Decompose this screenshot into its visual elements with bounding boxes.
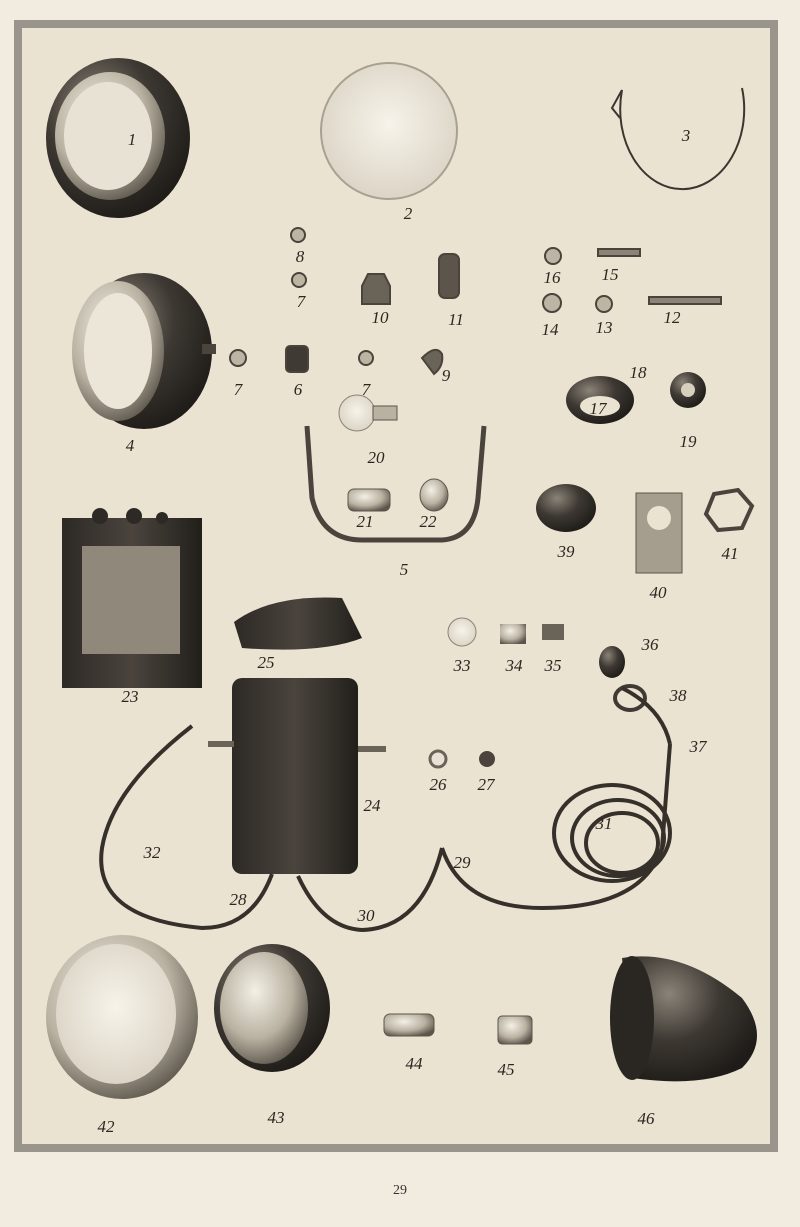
part-44-45 (383, 1013, 533, 1045)
part-label: 42 (97, 1117, 115, 1136)
part-label: 7 (361, 380, 371, 399)
part-5-bracket (304, 425, 487, 543)
part-label: 20 (367, 448, 385, 467)
part-label: 3 (681, 126, 691, 145)
part-label: 45 (497, 1060, 515, 1079)
part-39-41 (536, 484, 755, 574)
parts-plate: 1 2 3 4 5 6 7 7 7 8 9 10 11 12 13 14 15 … (14, 20, 778, 1152)
part-21-22 (347, 478, 449, 512)
part-17-19-clamps (566, 372, 706, 424)
part-label: 22 (419, 512, 437, 531)
part-label: 5 (399, 560, 409, 579)
part-label: 38 (669, 686, 687, 705)
part-label: 27 (477, 775, 495, 794)
part-label: 35 (544, 656, 562, 675)
part-1-rim (46, 58, 190, 218)
part-label: 8 (295, 247, 305, 266)
cables (99, 686, 672, 933)
part-label: 16 (543, 268, 561, 287)
plate-photo: 1 2 3 4 5 6 7 7 7 8 9 10 11 12 13 14 15 … (22, 28, 770, 1144)
page-number: 29 (393, 1183, 407, 1198)
part-label: 13 (595, 318, 613, 337)
part-label: 11 (448, 310, 464, 329)
part-26-27 (428, 749, 495, 769)
part-label: 14 (541, 320, 559, 339)
part-label: 9 (441, 366, 451, 385)
part-label: 24 (363, 796, 381, 815)
part-label: 19 (679, 432, 697, 451)
part-label: 18 (629, 363, 647, 382)
part-23-battery (62, 508, 202, 688)
parts-illustration (46, 58, 757, 1099)
part-label: 12 (663, 308, 681, 327)
part-label: 2 (403, 204, 413, 223)
part-3-wire-ring (610, 87, 746, 191)
part-label: 17 (589, 399, 607, 418)
part-label: 29 (453, 853, 471, 872)
part-label: 41 (721, 544, 739, 563)
part-label: 7 (233, 380, 243, 399)
part-42-lens-rim (46, 935, 198, 1099)
part-4-headlamp-shell (72, 273, 216, 429)
part-25-lid (234, 597, 362, 650)
part-label: 28 (229, 890, 247, 909)
part-43-reflector (214, 944, 330, 1072)
part-label: 32 (143, 843, 161, 862)
part-label: 6 (293, 380, 303, 399)
part-label: 36 (641, 635, 659, 654)
part-label: 21 (356, 512, 374, 531)
part-label: 7 (296, 292, 306, 311)
part-label: 1 (127, 130, 137, 149)
part-label: 23 (121, 687, 139, 706)
part-label: 10 (371, 308, 389, 327)
part-label: 25 (257, 653, 275, 672)
part-label: 44 (405, 1054, 423, 1073)
part-label: 37 (689, 737, 707, 756)
part-label: 46 (637, 1109, 655, 1128)
part-33-38 (447, 617, 647, 712)
part-label: 30 (357, 906, 375, 925)
part-24-battery-box (208, 678, 386, 874)
part-label: 31 (595, 814, 613, 833)
part-label: 26 (429, 775, 447, 794)
part-46-lamp-shell (610, 956, 757, 1082)
part-label: 33 (453, 656, 471, 675)
part-label: 43 (267, 1108, 285, 1127)
part-20-bulb (338, 394, 398, 432)
part-2-lens (320, 62, 458, 200)
part-label: 39 (557, 542, 575, 561)
small-hardware (229, 227, 722, 376)
part-label: 15 (601, 265, 619, 284)
part-label: 34 (505, 656, 523, 675)
part-label: 4 (125, 436, 135, 455)
part-label: 40 (649, 583, 667, 602)
